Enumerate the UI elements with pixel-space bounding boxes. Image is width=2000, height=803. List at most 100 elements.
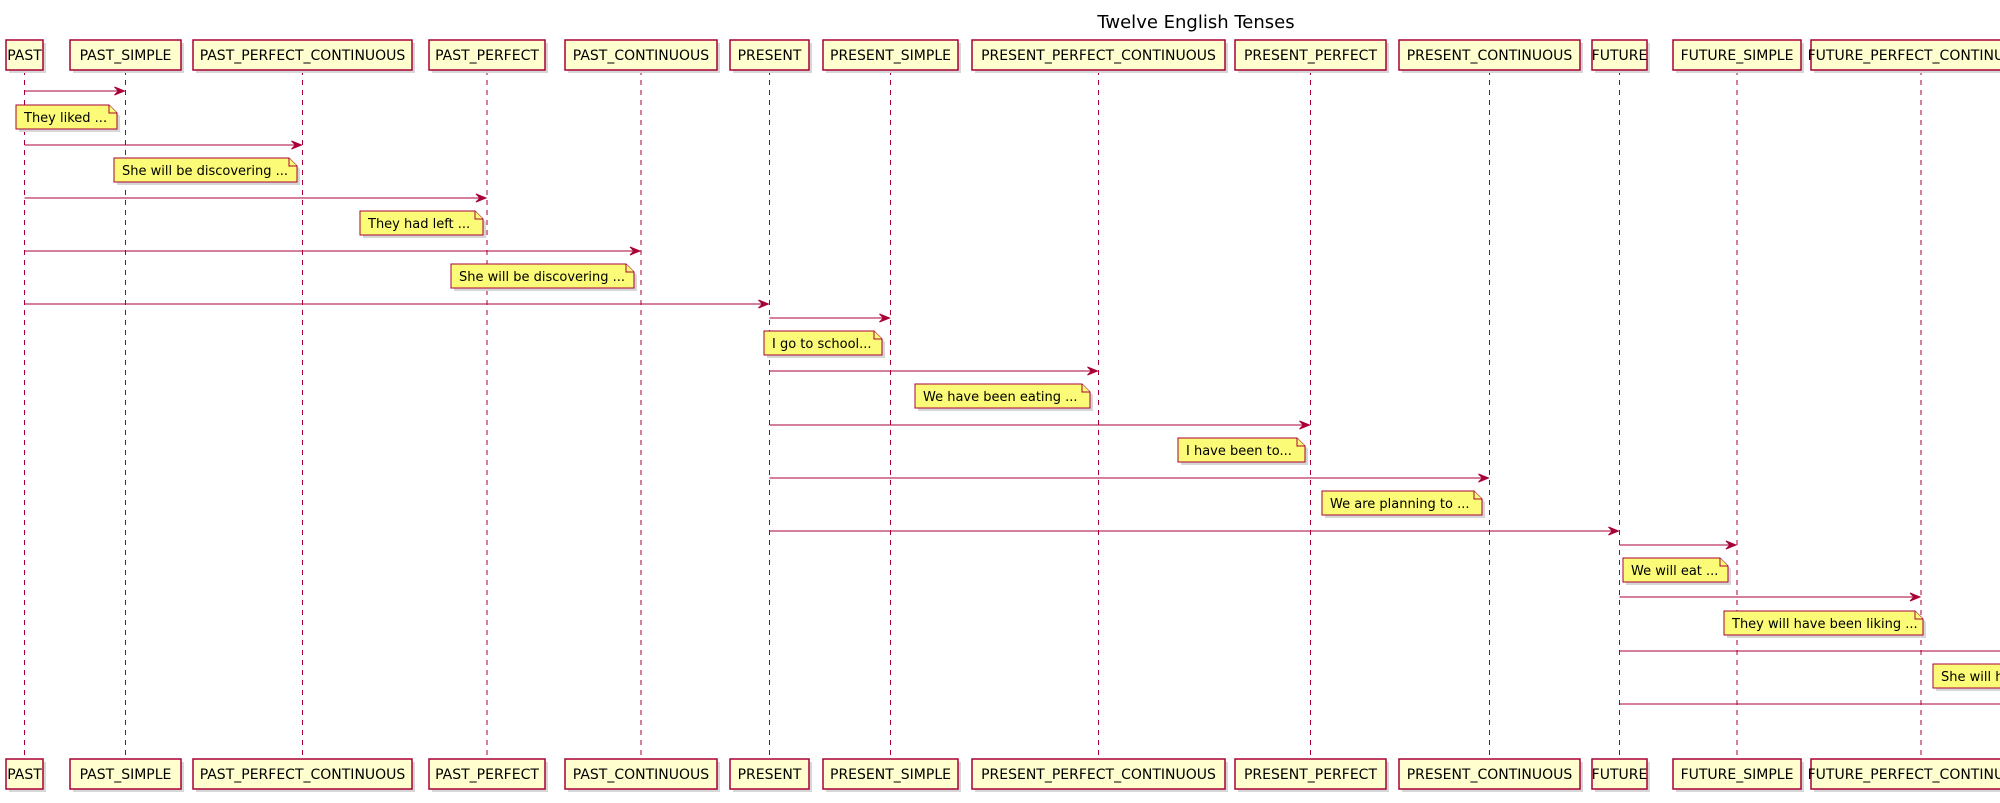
note: They will have been liking ... <box>1723 610 1926 638</box>
participant-bottom-present-perfect-continuous[interactable]: PRESENT_PERFECT_CONTINUOUS <box>971 758 1228 792</box>
participant-bottom-future-perfect-continuous[interactable]: FUTURE_PERFECT_CONTINUOUS <box>1808 758 2000 792</box>
participant-bottom-past-perfect[interactable]: PAST_PERFECT <box>428 758 548 792</box>
participant-top-present-simple[interactable]: PRESENT_SIMPLE <box>822 39 961 73</box>
participant-box <box>822 39 959 71</box>
participant-label: PAST_SIMPLE <box>80 48 172 64</box>
participant-label: PAST_SIMPLE <box>80 767 172 783</box>
participant-top-past-continuous[interactable]: PAST_CONTINUOUS <box>564 39 720 73</box>
participant-label: PAST_PERFECT <box>435 48 539 64</box>
message-arrow-present-to-present-perfect <box>769 420 1311 430</box>
participant-label: FUTURE_PERFECT_CONTINUOUS <box>1808 48 2000 64</box>
arrowhead <box>1299 420 1311 430</box>
participant-top-present-continuous[interactable]: PRESENT_CONTINUOUS <box>1398 39 1583 73</box>
note-body <box>450 263 635 289</box>
note-text: We will eat ... <box>1631 564 1718 579</box>
participant-box <box>1398 758 1581 790</box>
participant-label: PAST_PERFECT_CONTINUOUS <box>200 48 406 64</box>
note-body <box>763 330 883 356</box>
participant-bottom-past[interactable]: PAST <box>5 758 46 792</box>
message-arrow-past-to-past-perfect <box>24 193 488 203</box>
note-body <box>1932 663 2000 689</box>
arrowhead <box>1909 592 1922 602</box>
participant-label: FUTURE_PERFECT_CONTINUOUS <box>1808 767 2000 783</box>
note-body <box>359 210 484 236</box>
participant-label: PRESENT_PERFECT <box>1244 767 1377 783</box>
participant-top-past[interactable]: PAST <box>5 39 46 73</box>
participant-box <box>5 39 44 71</box>
participant-label: PRESENT <box>738 48 802 64</box>
participant-bottom-past-simple[interactable]: PAST_SIMPLE <box>69 758 184 792</box>
note: We will eat ... <box>1622 557 1731 585</box>
participant-top-present[interactable]: PRESENT <box>729 39 812 73</box>
participant-bottom-past-perfect-continuous[interactable]: PAST_PERFECT_CONTINUOUS <box>192 758 415 792</box>
diagram-title: Twelve English Tenses <box>1096 12 1294 33</box>
participant-top-future[interactable]: FUTURE <box>1591 39 1650 73</box>
participant-box <box>1234 39 1387 71</box>
participant-box <box>69 39 182 71</box>
arrowhead <box>1725 540 1738 550</box>
participant-box <box>428 758 546 790</box>
note-fold <box>625 264 634 273</box>
participant-top-present-perfect-continuous[interactable]: PRESENT_PERFECT_CONTINUOUS <box>971 39 1228 73</box>
note: She will be discovering ... <box>113 157 300 185</box>
arrowhead <box>629 246 642 256</box>
note-fold <box>108 105 117 114</box>
participant-label: PAST <box>7 48 42 64</box>
note-text: We are planning to ... <box>1330 497 1470 512</box>
participant-box <box>1672 758 1802 790</box>
participant-box <box>1234 758 1387 790</box>
participant-bottom-past-continuous[interactable]: PAST_CONTINUOUS <box>564 758 720 792</box>
participant-box <box>564 758 718 790</box>
participant-box <box>1672 39 1802 71</box>
participant-top-future-simple[interactable]: FUTURE_SIMPLE <box>1672 39 1804 73</box>
message-arrow-future-to-offscreen-2 <box>1619 703 2000 705</box>
note-body <box>1723 610 1924 636</box>
message-arrow-future-to-future-perfect-continuous <box>1619 592 1922 602</box>
participant-top-past-perfect-continuous[interactable]: PAST_PERFECT_CONTINUOUS <box>192 39 415 73</box>
participant-label: FUTURE_SIMPLE <box>1681 767 1794 783</box>
arrowhead <box>475 193 488 203</box>
arrowhead <box>1608 526 1620 536</box>
note-text: They had left ... <box>367 217 470 232</box>
participant-label: FUTURE <box>1592 48 1648 64</box>
participant-label: PRESENT_CONTINUOUS <box>1407 48 1573 64</box>
note-text: We have been eating ... <box>923 390 1078 405</box>
participant-box <box>822 758 959 790</box>
note-fold <box>873 331 882 340</box>
participant-top-past-simple[interactable]: PAST_SIMPLE <box>69 39 184 73</box>
message-arrow-future-to-future-simple <box>1619 540 1738 550</box>
participant-bottom-future-simple[interactable]: FUTURE_SIMPLE <box>1672 758 1804 792</box>
participant-bottom-future[interactable]: FUTURE <box>1591 758 1650 792</box>
arrowhead <box>1478 473 1490 483</box>
message-arrow-present-to-present-continuous <box>769 473 1490 483</box>
participant-box <box>729 758 810 790</box>
participant-bottom-present-simple[interactable]: PRESENT_SIMPLE <box>822 758 961 792</box>
participant-box <box>5 758 44 790</box>
arrowhead <box>291 140 303 150</box>
messages <box>24 86 2000 705</box>
participant-top-future-perfect-continuous[interactable]: FUTURE_PERFECT_CONTINUOUS <box>1808 39 2000 73</box>
participant-top-past-perfect[interactable]: PAST_PERFECT <box>428 39 548 73</box>
note-fold <box>1914 611 1923 620</box>
note-fold <box>1473 491 1482 500</box>
participant-label: PAST_CONTINUOUS <box>573 48 709 64</box>
participant-label: FUTURE_SIMPLE <box>1681 48 1794 64</box>
participant-box <box>428 39 546 71</box>
participant-label: PRESENT_SIMPLE <box>830 48 951 64</box>
participant-box <box>1810 758 2000 790</box>
participant-box <box>971 758 1226 790</box>
participant-bottom-present-perfect[interactable]: PRESENT_PERFECT <box>1234 758 1389 792</box>
participant-bottom-present-continuous[interactable]: PRESENT_CONTINUOUS <box>1398 758 1583 792</box>
note-text: I go to school... <box>772 337 872 352</box>
participant-label: PRESENT <box>738 767 802 783</box>
note-text: She will be discovering ... <box>459 270 625 285</box>
message-arrow-past-to-present <box>24 299 770 309</box>
note-text: They will have been liking ... <box>1731 617 1918 632</box>
note-text: She will be discovering ... <box>122 164 288 179</box>
participant-bottom-present[interactable]: PRESENT <box>729 758 812 792</box>
participant-top-present-perfect[interactable]: PRESENT_PERFECT <box>1234 39 1389 73</box>
participant-box <box>1591 758 1648 790</box>
participant-box <box>69 758 182 790</box>
participant-label: PRESENT_PERFECT_CONTINUOUS <box>981 767 1216 783</box>
